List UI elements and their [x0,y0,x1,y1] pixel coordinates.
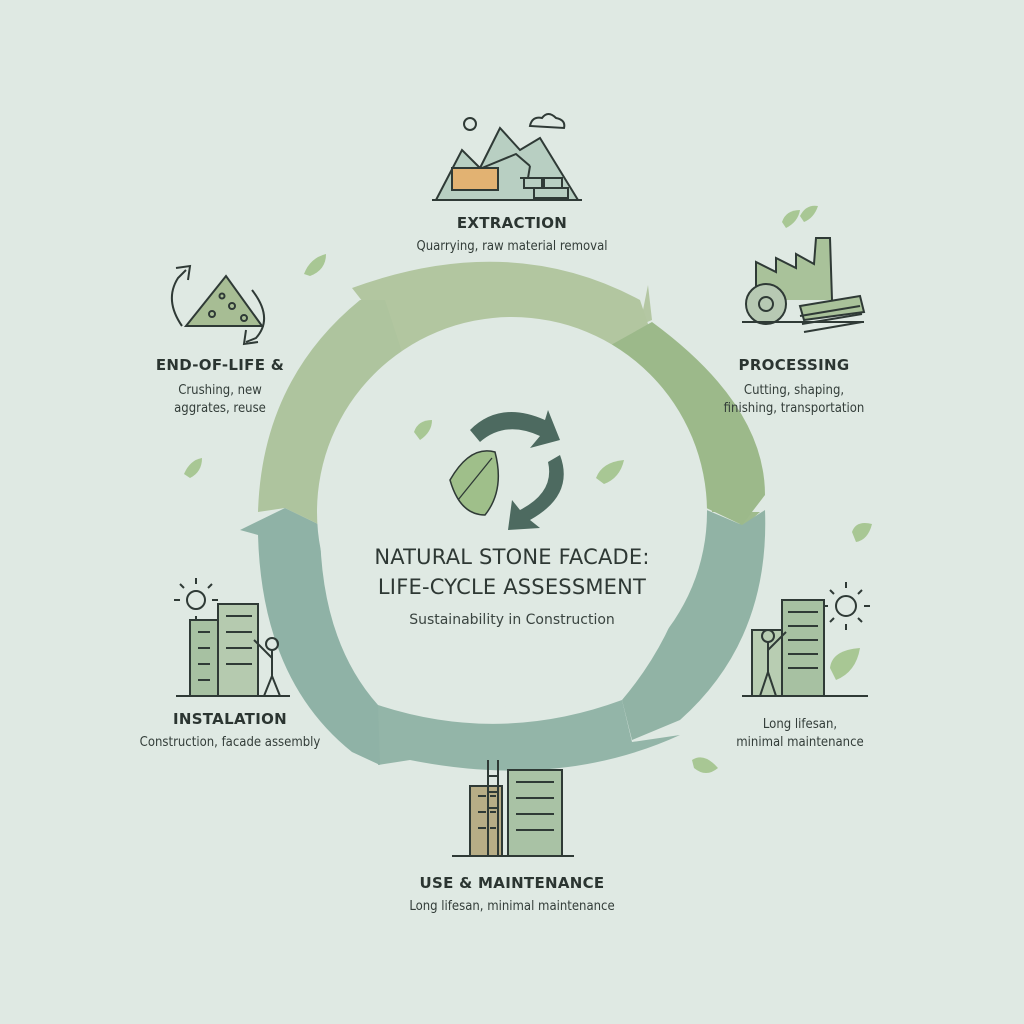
ring-segment-use [622,508,766,740]
end-of-life-desc-1: Crushing, new [178,383,262,398]
installation-desc: Construction, facade assembly [139,735,321,750]
use-maintenance-title: USE & MAINTENANCE [419,874,605,892]
recycle-arrows-icon [470,410,564,530]
buildings-scaffold-icon [452,760,574,857]
installation-title: INSTALATION [172,710,288,728]
center-title-line2: LIFE-CYCLE ASSESSMENT [377,575,647,599]
extraction-desc: Quarrying, raw material removal [416,239,608,254]
cycle-ring [240,261,766,771]
worker-building-icon [742,582,870,697]
recycle-rubble-icon [171,264,265,346]
mountain-quarry-icon [432,113,582,201]
long-life-desc-1: Long lifesan, [762,717,838,732]
center-title-line1: NATURAL STONE FACADE: [374,545,650,569]
processing-desc-1: Cutting, shaping, [743,383,845,398]
leaf-icon [184,205,872,773]
installer-building-icon [174,578,290,697]
end-of-life-desc-2: aggrates, reuse [174,401,266,416]
ring-segment-end-of-life [258,300,402,525]
processing-desc-2: finishing, transportation [723,401,865,416]
ring-segment-bottom [378,700,680,771]
ring-segment-installation [240,508,380,765]
leaf-icon [449,450,500,516]
factory-saw-icon [742,237,866,333]
use-maintenance-desc: Long lifesan, minimal maintenance [409,899,615,914]
processing-title: PROCESSING [738,356,850,374]
end-of-life-title: END-OF-LIFE & [155,356,285,374]
center-subtitle: Sustainability in Construction [409,612,615,628]
extraction-title: EXTRACTION [456,214,568,232]
long-life-desc-2: minimal maintenance [736,735,864,750]
